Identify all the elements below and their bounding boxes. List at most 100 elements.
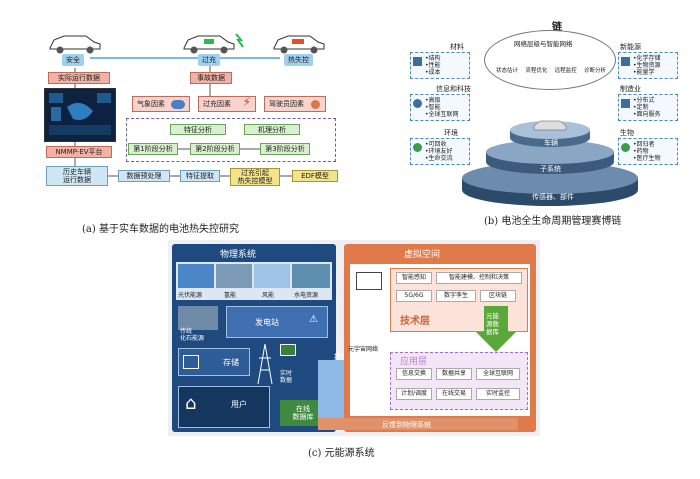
fossil-thumbnail [178, 306, 218, 330]
left-group-1-item-1: •智能 [425, 104, 441, 111]
tech-icon [413, 99, 422, 108]
left-group-0-title: 材料 [450, 43, 464, 51]
factor-overcharge-box: 过充因素 ⚡ [198, 96, 256, 112]
storage-box: 存储 [178, 348, 250, 376]
left-group-2-title: 环境 [444, 129, 458, 137]
left-group-0-item-1: •性能 [425, 62, 441, 69]
car-safe-icon [46, 32, 102, 54]
real-data-box: 实际运行数据 [48, 72, 110, 84]
photo-hydro [292, 264, 330, 288]
left-group-1-title: 信息和科技 [436, 85, 471, 93]
right-group-0-title: 新能源 [620, 43, 641, 51]
tier-subsystem: 子系统 [540, 165, 561, 173]
right-group-2: 生物 •回归者 •药物 •医疗生物 [618, 129, 678, 165]
left-group-0-item-0: •结构 [425, 55, 441, 62]
energy-strip: 光伏能源 氢能 风能 水电资源 [176, 262, 332, 300]
app-item-0: 信息交换 [396, 368, 432, 380]
trigger-model-box: 过充引起 热失控模型 [230, 168, 280, 186]
right-group-0: 新能源 •化学存储 •生物资源 •能量学 [618, 43, 678, 79]
physical-title: 物理系统 [220, 250, 257, 260]
left-group-1-item-2: •全球互联网 [425, 111, 459, 118]
panel-b-caption: (b) 电池全生命周期管理赛博链 [484, 216, 622, 227]
left-group-1-item-0: •高级 [425, 97, 441, 104]
tech-item-3: 数字孪生 [436, 290, 476, 302]
right-group-0-box: •化学存储 •生物资源 •能量学 [618, 52, 678, 79]
car-label-safe: 安全 [62, 54, 84, 66]
left-group-2-item-2: •生命交流 [425, 155, 453, 162]
accident-data-box: 事故数据 [190, 72, 232, 84]
meta-db-arrow [476, 306, 516, 352]
left-group-0: 材料 •结构 •性能 •成本 [410, 43, 470, 79]
energy-icon [621, 57, 630, 66]
top-item-2: 远程监控 [554, 68, 577, 74]
mechanism-analysis-box: 机理分析 [244, 124, 300, 135]
right-group-1-item-0: •分布式 [633, 97, 655, 104]
tech-item-0: 智能感知 [396, 272, 432, 284]
energy-label-hydro: 水电资源 [294, 292, 319, 299]
tower-icon [256, 343, 274, 385]
factor-weather-box: 气象因素 [132, 96, 190, 112]
person-icon [311, 100, 320, 109]
right-group-2-item-1: •药物 [633, 148, 649, 155]
right-group-2-item-2: •医疗生物 [633, 155, 661, 162]
photo-hydrogen [216, 264, 252, 288]
right-group-1-title: 制造业 [620, 85, 641, 93]
top-items: 状态估计 流程优化 远程监控 诊断分析 [496, 66, 606, 74]
panel-a: 安全 过充 热失控 实际运行数据 NMMP-EV平台 历史车辆 运行数据 数据预… [30, 18, 350, 218]
user-label: 用户 [231, 400, 247, 409]
car-label-runaway: 热失控 [284, 54, 313, 66]
photo-wind [254, 264, 290, 288]
app-item-2: 全球互联网 [476, 368, 520, 380]
right-group-2-title: 生物 [620, 129, 634, 137]
left-group-2-box: •可回收 •环境友好 •生命交流 [410, 138, 470, 165]
app-item-4: 在线交易 [436, 388, 472, 400]
car-charging-icon [180, 32, 236, 54]
top-item-1: 流程优化 [525, 68, 548, 74]
stage3-box: 第3阶段分析 [260, 143, 310, 155]
house-icon: ⌂ [185, 393, 197, 414]
panel-a-caption: (a) 基于实车数据的电池热失控研究 [82, 224, 239, 235]
platform-box: NMMP-EV平台 [46, 146, 112, 158]
app-item-3: 计划/调度 [396, 388, 432, 400]
left-group-2: 环境 •可回收 •环境友好 •生命交流 [410, 129, 470, 165]
preprocess-box: 数据预处理 [118, 170, 170, 182]
charger-plug-icon [234, 32, 248, 48]
right-group-0-item-0: •化学存储 [633, 55, 661, 62]
fossil-label: 传统 化石能源 [180, 328, 205, 342]
top-item-0: 状态估计 [496, 68, 519, 74]
tier-sensor: 传感器、部件 [532, 193, 574, 201]
app-layer-box [390, 352, 528, 410]
factory-icon [621, 99, 630, 108]
analysis-region [126, 118, 336, 162]
left-group-1: 信息和科技 •高级 •智能 •全球互联网 [410, 85, 471, 121]
lightning-icon: ⚡ [242, 95, 251, 109]
right-group-0-item-1: •生物资源 [633, 62, 661, 69]
app-item-1: 数据共享 [436, 368, 472, 380]
material-icon [413, 57, 422, 66]
factor-overcharge-label: 过充因素 [203, 100, 231, 108]
stage1-box: 第1阶段分析 [128, 143, 178, 155]
right-group-1-item-1: •定制 [633, 104, 649, 111]
top-item-3: 诊断分析 [583, 68, 606, 74]
panel-c: 物理系统 光伏能源 氢能 风能 水电资源 传统 化石能源 发电站 ⚠ 存储 实时… [168, 240, 540, 436]
right-group-1-item-2: •面向服务 [633, 111, 661, 118]
app-item-5: 实时监控 [476, 388, 520, 400]
environment-icon [413, 143, 422, 152]
metaverse-label: 元宇宙网络 [348, 346, 379, 353]
left-group-1-box: •高级 •智能 •全球互联网 [410, 94, 470, 121]
factor-driver-label: 驾驶员因素 [269, 100, 304, 108]
control-label: 控制 [334, 353, 348, 361]
meta-db-label: 元能 源数 据库 [486, 312, 499, 336]
bio-icon [621, 143, 630, 152]
power-station-label: 发电站 [255, 318, 279, 327]
storage-label: 存储 [223, 358, 239, 367]
edf-model-box: EDF模型 [292, 170, 338, 182]
energy-label-wind: 风能 [262, 292, 275, 299]
right-group-1: 制造业 •分布式 •定制 •面向服务 [618, 85, 678, 121]
right-group-2-item-0: •回归者 [633, 141, 655, 148]
monitor-icon [280, 344, 296, 356]
energy-label-hydrogen: 氢能 [224, 292, 237, 299]
tech-item-1: 智能建模、控制和决策 [436, 272, 522, 284]
network-label: 网络层级与智能网络 [514, 40, 573, 48]
physical-system: 物理系统 光伏能源 氢能 风能 水电资源 传统 化石能源 发电站 ⚠ 存储 实时… [172, 244, 336, 432]
